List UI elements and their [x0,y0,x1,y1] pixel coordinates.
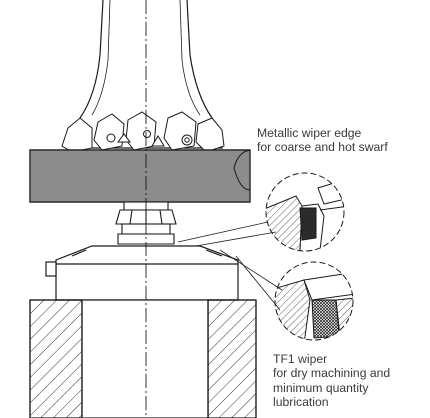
callout-metallic-wiper: Metallic wiper edge for coarse and hot s… [257,126,388,155]
callout-metallic-line2: for coarse and hot swarf [257,140,388,155]
machine-table [29,299,257,418]
disc-body [29,149,251,203]
callout-tf1-line2: for dry machining and [273,366,391,381]
detail-tf1-wiper [274,261,354,341]
leader-lines [177,221,283,311]
callout-tf1-wiper: TF1 wiper for dry machining and minimum … [273,352,390,410]
callout-tf1-line3: minimum quantity [273,380,369,395]
callout-tf1-line4: lubrication [273,395,329,410]
disc-edge [233,149,251,191]
cutter-inserts [61,111,225,153]
callout-metallic-line1: Metallic wiper edge [257,126,362,140]
spindle-housing [45,245,239,301]
detail-metallic-wiper [265,172,345,252]
callout-tf1-line1: TF1 wiper [273,352,328,366]
